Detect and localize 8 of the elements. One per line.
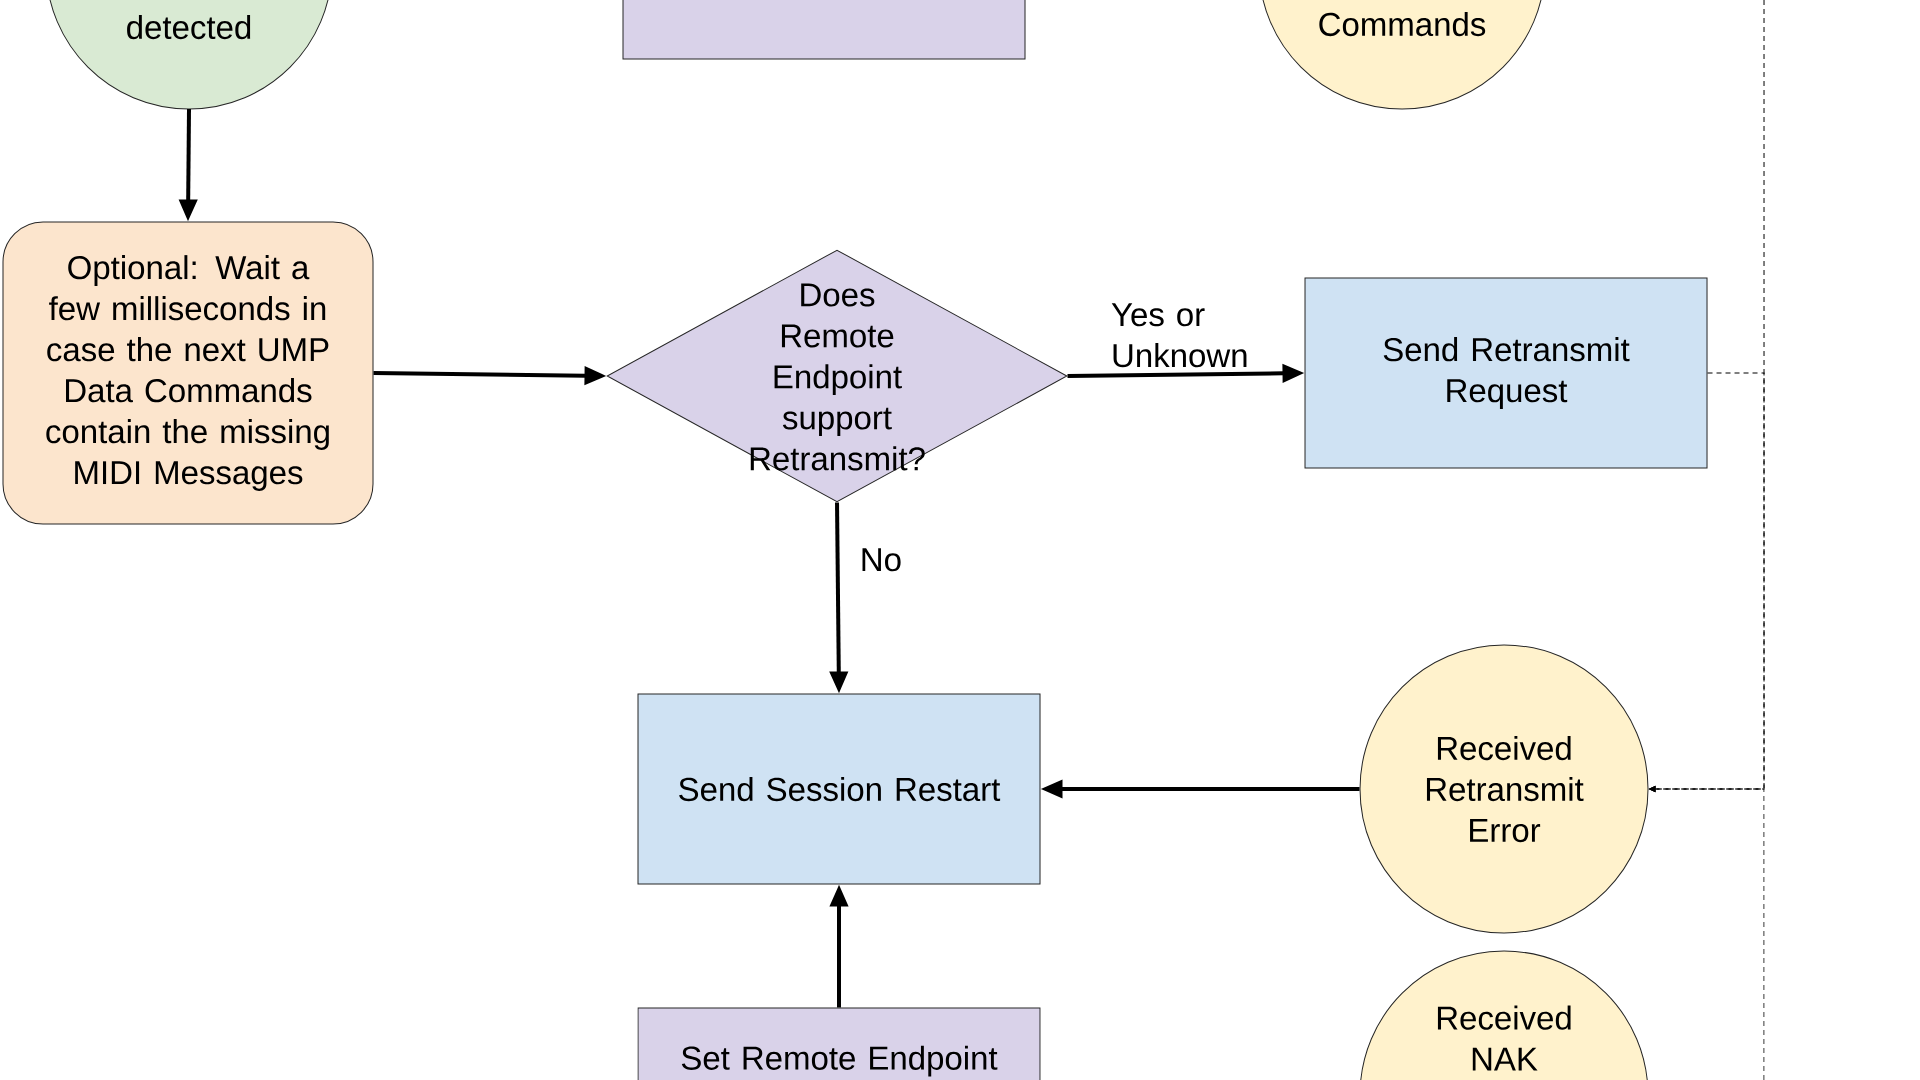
process-box: Send Retransmit Request (1304, 277, 1708, 469)
dashed-arrow (1649, 786, 1765, 1080)
edge-label: No (857, 546, 904, 574)
process-box: Optional: Wait a few milliseconds in case the next UMP Data Commands contain the missing MIDI Messages (2, 221, 374, 525)
process-box (622, 0, 1026, 60)
edge-label: Yes or Unknown (1109, 301, 1263, 370)
process-box: Send Session Restart (637, 693, 1041, 885)
process-box: Set Remote Endpoint (637, 1007, 1041, 1080)
